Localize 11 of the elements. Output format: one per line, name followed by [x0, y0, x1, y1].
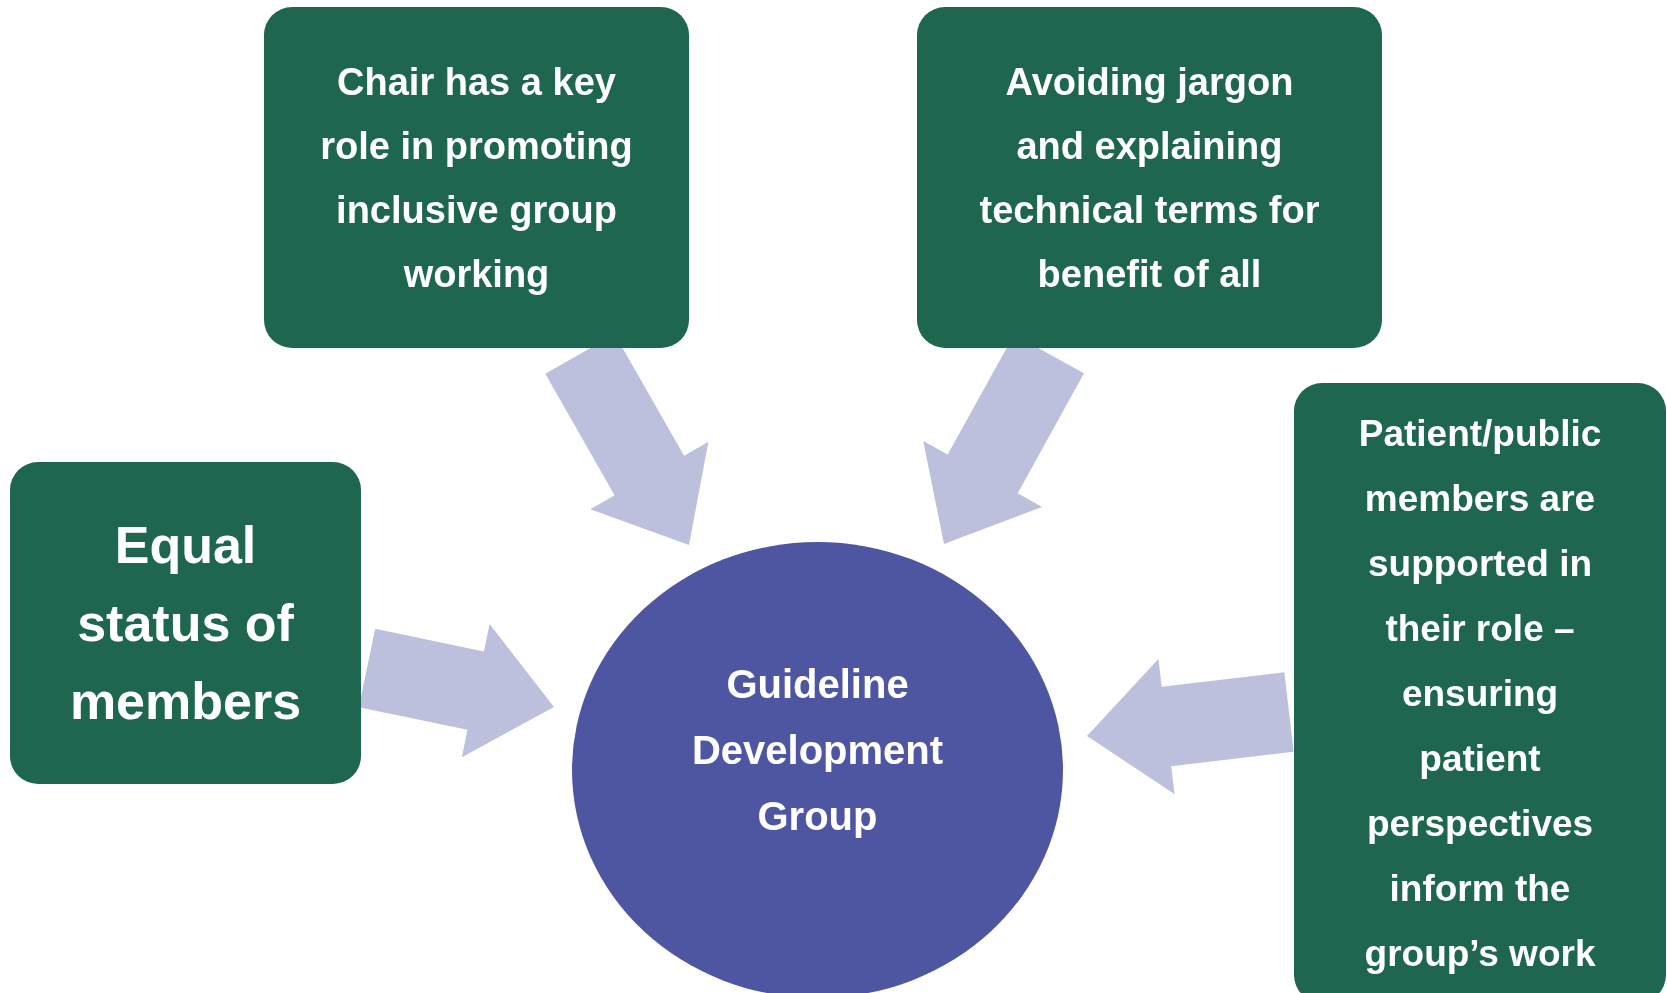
node-label: Guideline Development Group [690, 661, 945, 840]
process-box [10, 462, 361, 784]
process-box [1294, 383, 1666, 993]
process-box [264, 7, 689, 348]
node-label: Avoiding jargon and explaining technical terms for benefit of all [978, 59, 1321, 297]
node-label: Chair has a key role in promoting inclusive group working [319, 59, 634, 297]
node-label: Equal status of members [68, 515, 303, 732]
block-arrow [358, 624, 554, 758]
block-arrow [1087, 659, 1294, 795]
process-box [917, 7, 1382, 348]
node-label: Patient/public members are supported in their role – ensuring patient perspectives inform the group’s work [1357, 411, 1603, 976]
